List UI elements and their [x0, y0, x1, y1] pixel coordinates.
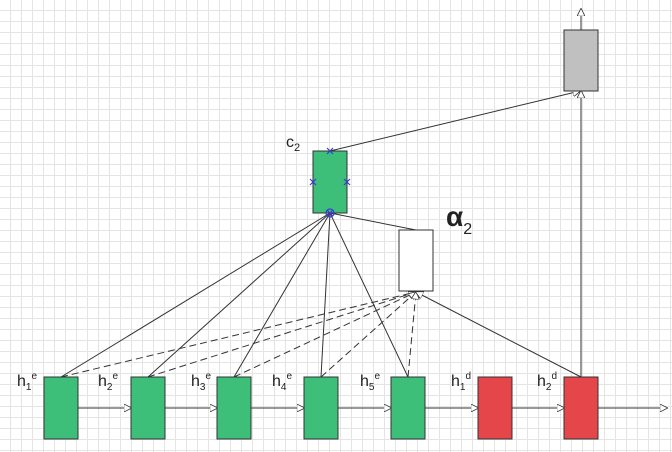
handle-left[interactable]: [309, 178, 317, 186]
edge-h2d-alpha2[interactable]: [416, 292, 582, 378]
edge-c2-h4e[interactable]: [320, 212, 331, 378]
edge-c2-h3e[interactable]: [233, 212, 331, 378]
label-alpha2: α2: [446, 201, 472, 238]
encoder-boxes: [43, 376, 426, 440]
label-h1e: h1e: [17, 371, 37, 393]
attention-box[interactable]: [398, 229, 434, 292]
encoder-box-h1e[interactable]: [43, 376, 79, 440]
decoder-box-h1d[interactable]: [477, 376, 513, 440]
label-h1d: h1d: [451, 371, 471, 393]
selection-handles: [309, 147, 351, 218]
encoder-box-h3e[interactable]: [216, 376, 252, 440]
edge-c2-h5e[interactable]: [329, 212, 409, 378]
edge-c2-h2e[interactable]: [147, 212, 331, 378]
edge-c2-h1e[interactable]: [60, 212, 331, 378]
output-box[interactable]: [563, 29, 599, 92]
dashed-h5e-alpha2[interactable]: [407, 292, 416, 378]
decoder-boxes: [477, 376, 599, 440]
dashed-h1e-alpha2[interactable]: [60, 292, 416, 378]
label-h5e: h5e: [360, 371, 380, 393]
dashed-h2e-alpha2[interactable]: [147, 292, 416, 378]
encoder-box-h5e[interactable]: [390, 376, 426, 440]
decoder-box-h2d[interactable]: [563, 376, 599, 440]
context-edges: [60, 212, 417, 378]
label-h3e: h3e: [191, 371, 211, 393]
handle-right[interactable]: [343, 178, 351, 186]
edge-c2-alpha2[interactable]: [329, 212, 417, 231]
label-h2d: h2d: [537, 371, 557, 393]
edge-c2-output[interactable]: [329, 91, 580, 152]
dashed-h3e-alpha2[interactable]: [233, 292, 416, 378]
attention-dashed-edges: [60, 292, 416, 378]
encoder-box-h4e[interactable]: [303, 376, 339, 440]
label-h2e: h2e: [98, 371, 118, 393]
context-box[interactable]: [312, 150, 348, 214]
handle-bottom[interactable]: [325, 208, 335, 218]
encoder-box-h2e[interactable]: [130, 376, 166, 440]
handle-top[interactable]: [326, 147, 334, 155]
label-h4e: h4e: [272, 371, 292, 393]
label-c2: c2: [286, 134, 300, 154]
